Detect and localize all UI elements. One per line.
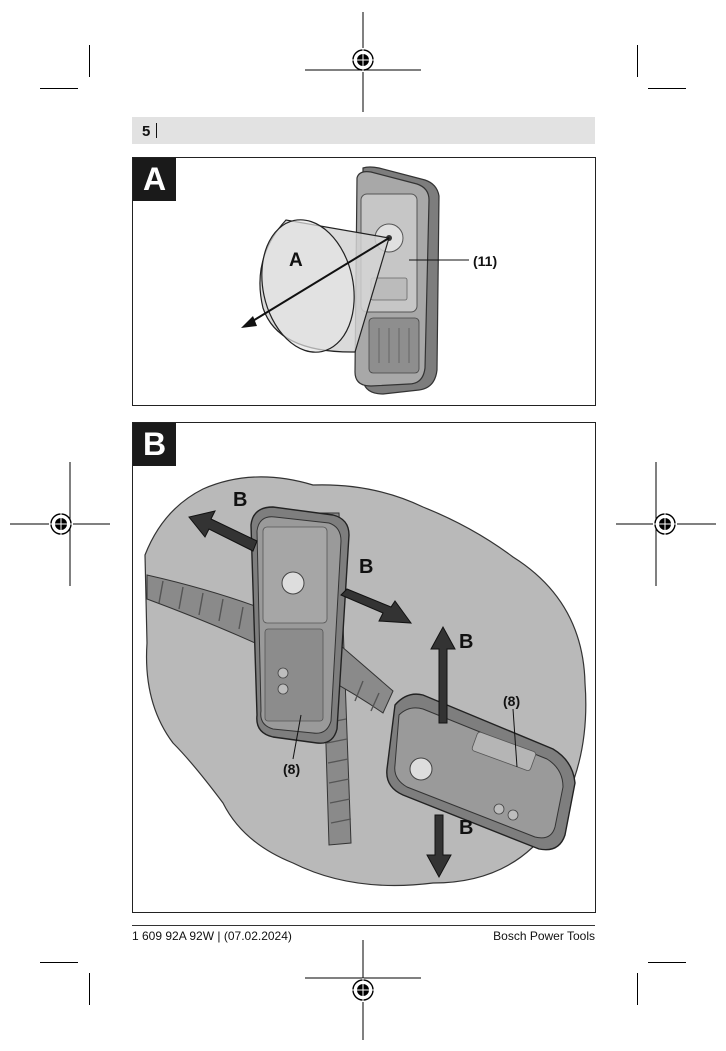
page-header-band: 5 (132, 117, 595, 144)
registration-mark-top (305, 12, 421, 112)
footer-doc-number: 1 609 92A 92W | (07.02.2024) (132, 929, 292, 943)
figure-b-arrow-label-down: B (459, 817, 474, 839)
figure-a-callout-11: (11) (473, 253, 498, 269)
crop-mark (89, 973, 90, 1005)
page-number: 5 (142, 123, 151, 140)
page-number-separator (156, 123, 157, 138)
figure-a: A A (11) (132, 157, 596, 406)
crop-mark (40, 962, 78, 963)
figure-b-illustration (144, 476, 587, 887)
figure-a-cone-label: A (289, 250, 303, 271)
registration-mark-left (10, 462, 110, 586)
crop-mark (637, 45, 638, 77)
crop-mark (40, 88, 78, 89)
footer-rule (132, 925, 595, 926)
registration-mark-bottom (305, 940, 421, 1040)
figure-a-illustration (241, 166, 469, 395)
figure-b-tag: B (133, 423, 176, 466)
figure-b-callout-8-right: (8) (503, 693, 521, 709)
figure-a-tag: A (133, 158, 176, 201)
crop-mark (637, 973, 638, 1005)
figure-b-arrow-label-top-left: B (233, 489, 248, 511)
crop-mark (89, 45, 90, 77)
figure-b-arrow-label-right: B (359, 556, 374, 578)
figure-b: B (132, 422, 596, 913)
registration-mark-right (616, 462, 716, 586)
figure-b-callout-8-left: (8) (283, 761, 301, 777)
crop-mark (648, 962, 686, 963)
figure-b-arrow-label-up: B (459, 631, 474, 653)
footer-brand: Bosch Power Tools (493, 929, 595, 943)
crop-mark (648, 88, 686, 89)
